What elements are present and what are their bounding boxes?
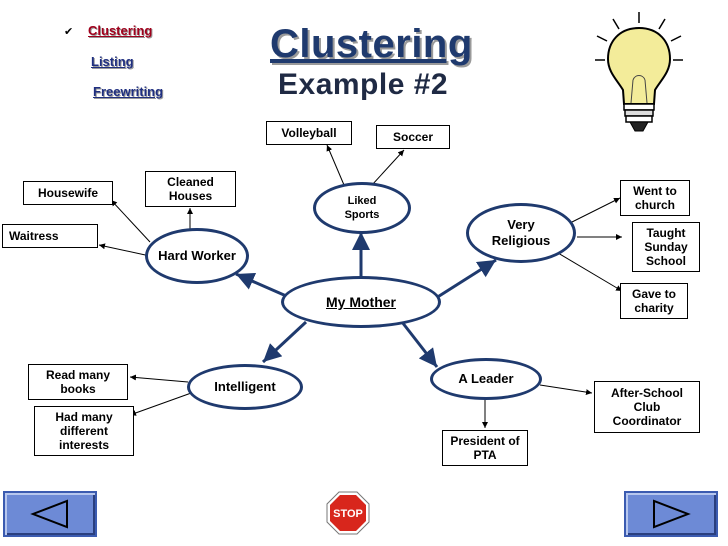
branch-a-leader: A Leader bbox=[430, 358, 542, 400]
detail-housewife: Housewife bbox=[23, 181, 113, 205]
back-button[interactable] bbox=[3, 491, 97, 537]
page-title: Clustering bbox=[270, 22, 473, 66]
detail-president-pta: President of PTA bbox=[442, 430, 528, 466]
arrow-center-to-leader bbox=[400, 321, 439, 368]
detail-went-to-church: Went to church bbox=[620, 180, 690, 216]
arrow-center-to-religious bbox=[435, 258, 497, 300]
triangle-left-icon bbox=[30, 499, 68, 529]
light-bulb-icon bbox=[595, 12, 683, 132]
detail-taught-sunday-school: Taught Sunday School bbox=[632, 222, 700, 272]
branch-intelligent: Intelligent bbox=[187, 364, 303, 410]
detail-after-school-club: After-School Club Coordinator bbox=[594, 381, 700, 433]
arrow-center-to-intelligent bbox=[261, 320, 308, 364]
checkmark-icon: ✔ bbox=[64, 26, 74, 38]
detail-volleyball: Volleyball bbox=[266, 121, 352, 145]
forward-button[interactable] bbox=[624, 491, 718, 537]
detail-gave-to-charity: Gave to charity bbox=[620, 283, 688, 319]
stop-sign-icon[interactable]: STOP bbox=[326, 491, 370, 535]
stop-label: STOP bbox=[333, 508, 363, 520]
triangle-right-icon bbox=[653, 499, 691, 529]
detail-cleaned-houses: Cleaned Houses bbox=[145, 171, 236, 207]
menu-item-clustering[interactable]: Clustering bbox=[88, 23, 153, 38]
branch-hard-worker: Hard Worker bbox=[145, 228, 249, 284]
center-node: My Mother bbox=[281, 276, 441, 328]
menu-item-listing[interactable]: Listing bbox=[91, 54, 134, 69]
detail-read-many-books: Read many books bbox=[28, 364, 128, 400]
page-subtitle: Example #2 bbox=[278, 68, 449, 101]
detail-had-many-interests: Had many different interests bbox=[34, 406, 134, 456]
menu-item-freewriting[interactable]: Freewriting bbox=[93, 84, 164, 99]
detail-soccer: Soccer bbox=[376, 125, 450, 149]
branch-very-religious: Very Religious bbox=[466, 203, 576, 263]
detail-waitress: Waitress bbox=[2, 224, 98, 248]
branch-liked-sports: Liked Sports bbox=[313, 182, 411, 234]
